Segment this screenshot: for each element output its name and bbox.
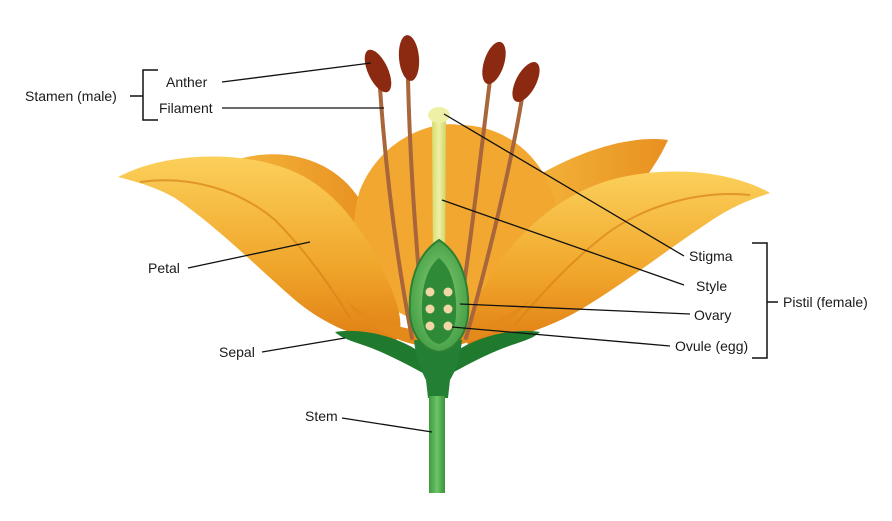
filament-4 (464, 96, 524, 340)
pistil-label: Pistil (female) (783, 294, 868, 310)
stigma-label: Stigma (689, 248, 733, 264)
sepal-right (443, 330, 540, 378)
petal-right (466, 171, 770, 345)
sepal-label: Sepal (219, 344, 255, 360)
petal-leader (187, 241, 311, 269)
anther-1 (364, 49, 392, 93)
style-label: Style (696, 278, 727, 294)
ovary-leader (459, 303, 691, 315)
receptacle (414, 340, 462, 398)
petal-right-fold (514, 193, 751, 326)
stamen-bracket (142, 69, 158, 121)
ovule-1 (425, 287, 435, 297)
ovule-4 (443, 304, 453, 314)
sepal-left (335, 330, 432, 378)
ovule-5 (425, 321, 435, 331)
sepal-leader (261, 337, 346, 353)
anther-3 (482, 41, 506, 85)
anther-2 (398, 35, 420, 81)
ovule-leader (451, 326, 671, 347)
ovule-6 (443, 321, 453, 331)
stem (429, 396, 445, 493)
stigma-leader (443, 113, 685, 257)
petal-left (118, 156, 401, 342)
filament-label: Filament (159, 100, 213, 116)
petal-left-fold (139, 179, 351, 319)
stem-leader (341, 417, 433, 433)
anther-4 (512, 62, 540, 102)
petal-cup (345, 300, 530, 348)
anther-label: Anther (166, 74, 208, 90)
ovule-3 (425, 304, 435, 314)
filament-1 (378, 86, 414, 340)
petal-label: Petal (148, 260, 180, 276)
stem-label: Stem (305, 408, 338, 424)
style (432, 112, 446, 260)
anther-leader (221, 62, 372, 83)
ovule-label: Ovule (egg) (675, 338, 748, 354)
pistil-bracket (752, 242, 768, 359)
ovary-label: Ovary (694, 307, 731, 323)
ovule-2 (443, 287, 453, 297)
stamen-label: Stamen (male) (25, 88, 117, 104)
stigma (428, 107, 450, 123)
style-leader (441, 199, 685, 286)
